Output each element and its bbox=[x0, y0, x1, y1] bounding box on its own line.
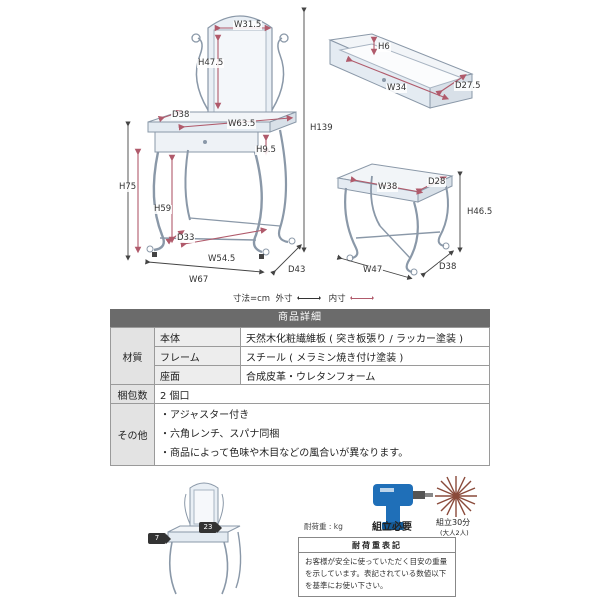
table-row: その他 ・アジャスター付き ・六角レンチ、スパナ同梱 ・商品によって色味や木目な… bbox=[110, 403, 490, 466]
assembly-time-sub: (大人2人) bbox=[440, 529, 469, 537]
stool-outer-depth-label: D38 bbox=[438, 262, 458, 272]
package-value: 2 個口 bbox=[154, 384, 490, 404]
material-value-body: 天然木化粧繊維板 ( 突き板張り / ラッカー塗装 ) bbox=[240, 327, 490, 347]
leg-height-label: H59 bbox=[153, 204, 173, 214]
mirror-width-label: W31.5 bbox=[233, 20, 263, 30]
leg-width-label: W54.5 bbox=[207, 254, 237, 264]
drawer-illustration bbox=[328, 33, 474, 109]
bottom-illustrations bbox=[167, 476, 477, 595]
material-label: 材質 bbox=[110, 327, 155, 385]
material-value-seat: 合成皮革・ウレタンフォーム bbox=[240, 365, 490, 385]
drawer-front-height-label: H9.5 bbox=[255, 145, 277, 155]
dresser-illustration bbox=[146, 15, 297, 259]
legend-inner: 内寸 bbox=[328, 294, 346, 304]
weight-label: 耐荷重 : kg bbox=[304, 522, 343, 531]
table-depth-label: D38 bbox=[171, 110, 191, 120]
table-row: 座面 合成皮革・ウレタンフォーム bbox=[111, 365, 490, 385]
stool-outer-width-label: W47 bbox=[362, 265, 384, 275]
outer-arrow-icon bbox=[297, 296, 322, 300]
assembly-required-label: 組立必要 bbox=[372, 522, 412, 533]
under-height-label: H75 bbox=[118, 182, 138, 192]
outer-width-label: W67 bbox=[188, 275, 210, 285]
mirror-height-label: H47.5 bbox=[197, 58, 225, 68]
spec-header: 商品詳細 bbox=[110, 309, 490, 327]
drawer-width-label: W34 bbox=[386, 83, 408, 93]
weight-tag-top: 23 bbox=[199, 522, 222, 533]
material-value-frame: スチール ( メラミン焼き付け塗装 ) bbox=[240, 346, 490, 366]
load-capacity-box: 耐荷重表記 お客様が安全に使っていただく目安の重量を示しています。表記されている… bbox=[298, 537, 456, 597]
drawer-height-label: H6 bbox=[377, 42, 391, 52]
legend-units: 寸法=cm bbox=[233, 294, 271, 304]
table-row: フレーム スチール ( メラミン焼き付け塗装 ) bbox=[111, 346, 490, 366]
other-notes: ・アジャスター付き ・六角レンチ、スパナ同梱 ・商品によって色味や木目などの風合… bbox=[154, 403, 490, 466]
table-width-label: W63.5 bbox=[227, 119, 257, 129]
stool-height-label: H46.5 bbox=[466, 207, 494, 217]
legend-outer: 外寸 bbox=[275, 294, 293, 304]
small-dresser-illustration bbox=[167, 482, 242, 595]
material-sub-body: 本体 bbox=[154, 327, 241, 347]
material-sub-seat: 座面 bbox=[154, 365, 241, 385]
weight-tag-side: 7 bbox=[148, 533, 171, 544]
load-box-title: 耐荷重表記 bbox=[299, 538, 455, 553]
material-sub-frame: フレーム bbox=[154, 346, 241, 366]
spec-table: 材質 本体 天然木化粧繊維板 ( 突き板張り / ラッカー塗装 ) フレーム ス… bbox=[110, 327, 490, 466]
total-height-label: H139 bbox=[309, 123, 334, 133]
outer-depth-label: D43 bbox=[287, 265, 307, 275]
stool-width-label: W38 bbox=[377, 182, 399, 192]
assembly-time-icon bbox=[435, 476, 477, 517]
drawer-depth-label: D27.5 bbox=[454, 81, 482, 91]
assembly-time-label: 組立30分 bbox=[436, 518, 471, 527]
leg-depth-label: D33 bbox=[176, 233, 196, 243]
stool-depth-label: D28 bbox=[427, 177, 447, 187]
note-item: ・アジャスター付き bbox=[160, 410, 250, 421]
drill-icon bbox=[373, 484, 433, 530]
dimension-diagram: W31.5 H47.5 D38 W63.5 H9.5 H139 H75 H59 … bbox=[118, 7, 494, 304]
table-row: 材質 本体 天然木化粧繊維板 ( 突き板張り / ラッカー塗装 ) bbox=[110, 327, 490, 385]
load-box-body: お客様が安全に使っていただく目安の重量を示しています。表記されている数値以下を基… bbox=[305, 557, 448, 590]
inner-arrow-icon bbox=[350, 296, 375, 300]
note-item: ・商品によって色味や木目などの風合いが異なります。 bbox=[160, 448, 409, 459]
drawer-dimension-lines bbox=[345, 36, 467, 100]
bottom-section: 23 7 耐荷重 : kg 組立必要 組立30分 (大人2人) bbox=[0, 476, 600, 600]
note-item: ・六角レンチ、スパナ同梱 bbox=[160, 429, 280, 440]
furniture-illustration bbox=[125, 7, 474, 280]
other-label: その他 bbox=[110, 403, 155, 466]
table-row: 梱包数 2 個口 bbox=[110, 384, 490, 404]
dimension-legend: 寸法=cm 外寸 内寸 bbox=[233, 292, 376, 304]
package-label: 梱包数 bbox=[110, 384, 155, 404]
